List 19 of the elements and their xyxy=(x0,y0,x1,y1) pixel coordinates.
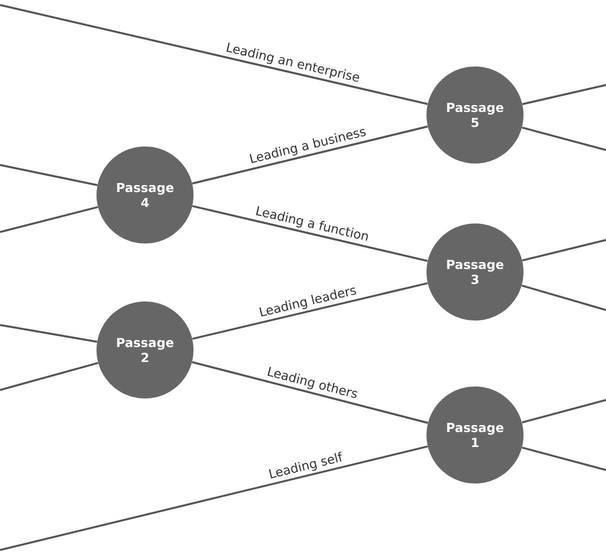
line xyxy=(0,164,98,186)
line xyxy=(0,206,98,233)
line xyxy=(192,126,428,184)
line xyxy=(0,445,428,551)
line xyxy=(522,239,606,262)
edge-label: Leading leaders xyxy=(256,283,359,321)
line xyxy=(522,126,606,151)
line xyxy=(522,446,606,471)
line xyxy=(522,399,606,424)
line xyxy=(0,4,428,105)
edge-label: Leading a business xyxy=(247,124,368,168)
line xyxy=(0,362,98,391)
line xyxy=(0,324,98,343)
edge-label: Leading self xyxy=(266,450,346,482)
line xyxy=(522,284,606,311)
line xyxy=(192,205,428,262)
line xyxy=(192,282,428,340)
line xyxy=(522,84,606,106)
line xyxy=(192,361,428,424)
